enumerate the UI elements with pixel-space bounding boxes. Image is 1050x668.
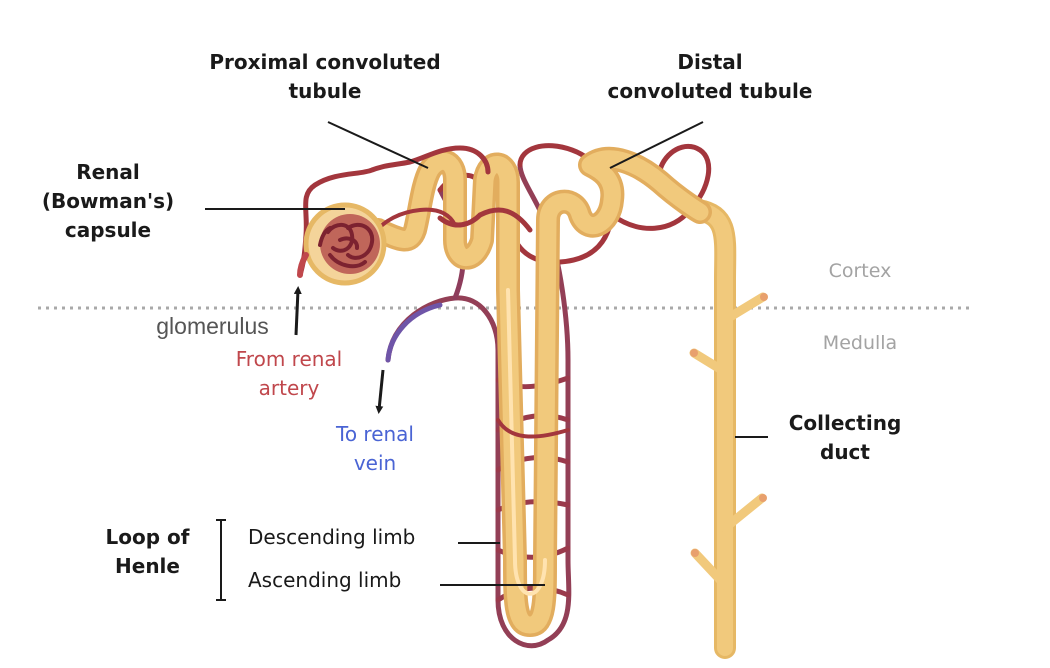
label-distal-line2: convoluted tubule (607, 79, 813, 103)
label-renal-line1: Renal (76, 160, 140, 184)
pointer-lines (205, 121, 768, 601)
collecting-duct (687, 199, 768, 659)
bowmans-capsule (303, 202, 387, 286)
label-ascending-limb: Ascending limb (248, 568, 402, 592)
label-renal-line3: capsule (64, 218, 152, 242)
artery-arrow (293, 286, 302, 336)
label-loop-line1: Loop of (105, 525, 190, 549)
label-collecting-line2: duct (820, 440, 870, 464)
label-medulla: Medulla (822, 332, 898, 354)
label-distal-line1: Distal (677, 50, 743, 74)
label-glomerulus: glomerulus (156, 313, 269, 339)
label-vein-line2: vein (353, 451, 397, 475)
label-distal-convoluted-tubule: Distal convoluted tubule (600, 48, 820, 106)
renal-tubule (366, 146, 712, 637)
label-renal-capsule: Renal (Bowman's) capsule (38, 158, 178, 245)
label-collecting-duct: Collecting duct (775, 409, 915, 467)
label-to-renal-vein: To renal vein (320, 420, 430, 478)
label-proximal-convoluted-tubule: Proximal convoluted tubule (205, 48, 445, 106)
label-artery-line2: artery (258, 376, 320, 400)
vein-arrow (375, 369, 385, 414)
label-from-renal-artery: From renal artery (224, 345, 354, 403)
label-loop-of-henle: Loop of Henle (95, 523, 200, 581)
label-vein-line1: To renal (336, 422, 414, 446)
label-loop-line2: Henle (115, 554, 180, 578)
afferent-arteriole-tip (297, 252, 309, 278)
vasa-recta-front (437, 207, 570, 439)
label-proximal-line2: tubule (288, 79, 362, 103)
label-cortex: Cortex (828, 260, 892, 282)
label-proximal-line1: Proximal convoluted (209, 50, 441, 74)
label-renal-line2: (Bowman's) (41, 189, 175, 213)
label-artery-line1: From renal (235, 347, 343, 371)
renal-vein-vessel (385, 302, 443, 363)
label-descending-limb: Descending limb (248, 525, 416, 549)
label-collecting-line1: Collecting (788, 411, 902, 435)
